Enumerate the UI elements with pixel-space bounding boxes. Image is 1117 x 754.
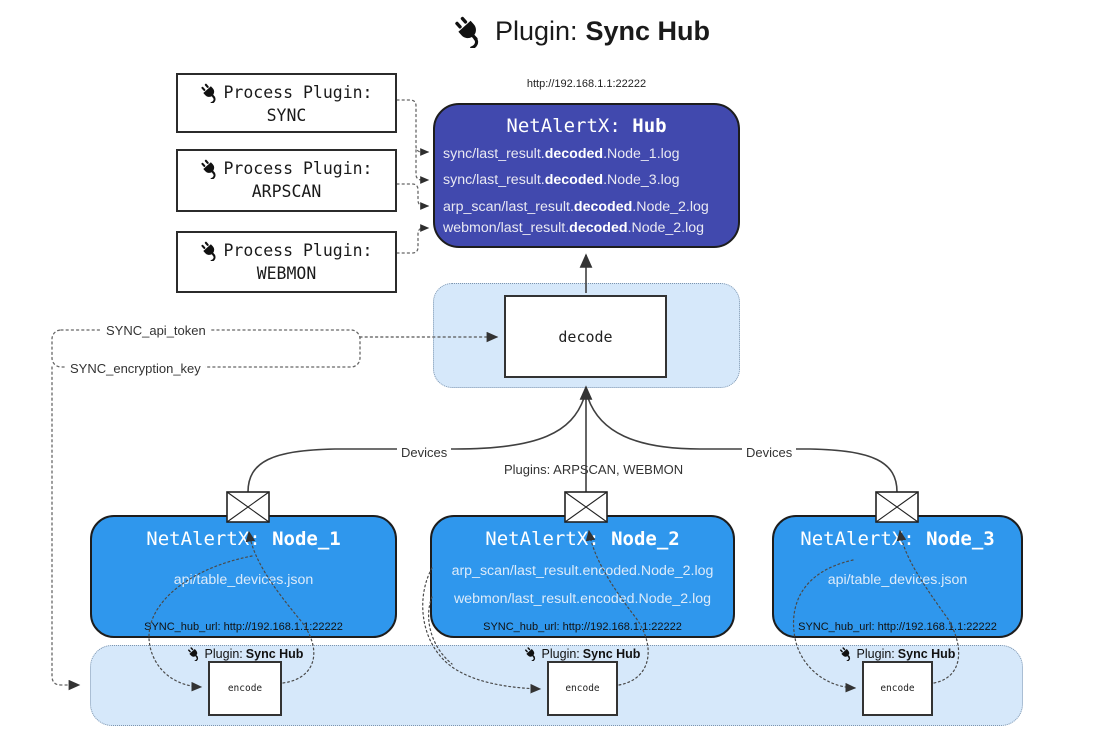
netalertx-node3-box: NetAlertX: Node_3 api/table_devices.json… bbox=[772, 515, 1023, 638]
hub-url: http://192.168.1.1:22222 bbox=[526, 78, 647, 90]
devices-curves bbox=[247, 397, 898, 493]
hub-title-prefix: NetAlertX: bbox=[506, 115, 621, 137]
encode-label: encode bbox=[880, 683, 915, 694]
encode-box: encode bbox=[208, 661, 282, 716]
encode-box: encode bbox=[547, 661, 618, 716]
node-hub-url: SYNC_hub_url: http://192.168.1.1:22222 bbox=[798, 621, 997, 633]
netalertx-hub-box: NetAlertX: Hub sync/last_result.decoded.… bbox=[433, 103, 740, 248]
process-plugin-name: WEBMON bbox=[256, 264, 317, 283]
decode-label: decode bbox=[558, 327, 613, 346]
plug-icon bbox=[523, 646, 539, 661]
process-plugin-sync-box: Process Plugin: SYNC bbox=[176, 73, 397, 133]
netalertx-node2-box: NetAlertX: Node_2 arp_scan/last_result.e… bbox=[430, 515, 735, 638]
node-hub-url: SYNC_hub_url: http://192.168.1.1:22222 bbox=[483, 621, 682, 633]
node-file-line: api/table_devices.json bbox=[827, 572, 968, 588]
node-title: NetAlertX: Node_1 bbox=[146, 528, 341, 550]
encoder-label: Plugin:Sync Hub bbox=[185, 646, 305, 661]
sync-api-token-label: SYNC_api_token bbox=[102, 323, 210, 338]
process-plugin-name: ARPSCAN bbox=[251, 182, 322, 201]
process-plugin-label: Process Plugin: bbox=[223, 159, 373, 178]
encode-label: encode bbox=[565, 683, 600, 694]
title-bold: Sync Hub bbox=[585, 15, 711, 46]
hub-log-line: arp_scan/last_result.decoded.Node_2.log bbox=[443, 199, 709, 215]
process-plugin-name: SYNC bbox=[266, 106, 307, 125]
devices-label-right: Devices bbox=[742, 445, 797, 460]
node-title: NetAlertX: Node_3 bbox=[800, 528, 995, 550]
hub-log-line: sync/last_result.decoded.Node_3.log bbox=[443, 172, 680, 188]
node-file-line: api/table_devices.json bbox=[173, 572, 314, 588]
process-plugin-webmon-box: Process Plugin: WEBMON bbox=[176, 231, 397, 293]
netalertx-node1-box: NetAlertX: Node_1 api/table_devices.json… bbox=[90, 515, 397, 638]
plug-icon bbox=[200, 158, 222, 179]
node-title: NetAlertX: Node_2 bbox=[485, 528, 680, 550]
encoder-label: Plugin:Sync Hub bbox=[522, 646, 642, 661]
plug-icon bbox=[838, 646, 854, 661]
hub-title-bold: Hub bbox=[632, 115, 667, 137]
plug-icon bbox=[200, 240, 222, 261]
plug-icon bbox=[452, 14, 487, 48]
process-plugin-arpscan-box: Process Plugin: ARPSCAN bbox=[176, 149, 397, 212]
hub-title: NetAlertX: Hub bbox=[435, 115, 738, 137]
sync-encryption-key-label: SYNC_encryption_key bbox=[66, 361, 205, 376]
title-prefix: Plugin: bbox=[494, 15, 578, 46]
encoder-label: Plugin:Sync Hub bbox=[837, 646, 957, 661]
encode-box: encode bbox=[862, 661, 933, 716]
plugin-to-hub-links bbox=[396, 99, 430, 254]
encode-label: encode bbox=[227, 683, 263, 694]
hub-log-line: webmon/last_result.decoded.Node_2.log bbox=[443, 220, 705, 236]
process-plugin-label: Process Plugin: bbox=[223, 241, 373, 260]
decode-box: decode bbox=[504, 295, 667, 378]
node-file-line: arp_scan/last_result.encoded.Node_2.log bbox=[451, 563, 714, 579]
node-file-line: webmon/last_result.encoded.Node_2.log bbox=[453, 591, 712, 607]
page-title: Plugin: Sync Hub bbox=[0, 14, 1117, 48]
process-plugin-label: Process Plugin: bbox=[223, 83, 373, 102]
plug-icon bbox=[186, 646, 202, 661]
hub-log-line: sync/last_result.decoded.Node_1.log bbox=[443, 146, 680, 162]
node-hub-url: SYNC_hub_url: http://192.168.1.1:22222 bbox=[144, 621, 343, 633]
plugins-label: Plugins: ARPSCAN, WEBMON bbox=[504, 462, 684, 477]
devices-label-left: Devices bbox=[397, 445, 452, 460]
plug-icon bbox=[200, 82, 222, 103]
